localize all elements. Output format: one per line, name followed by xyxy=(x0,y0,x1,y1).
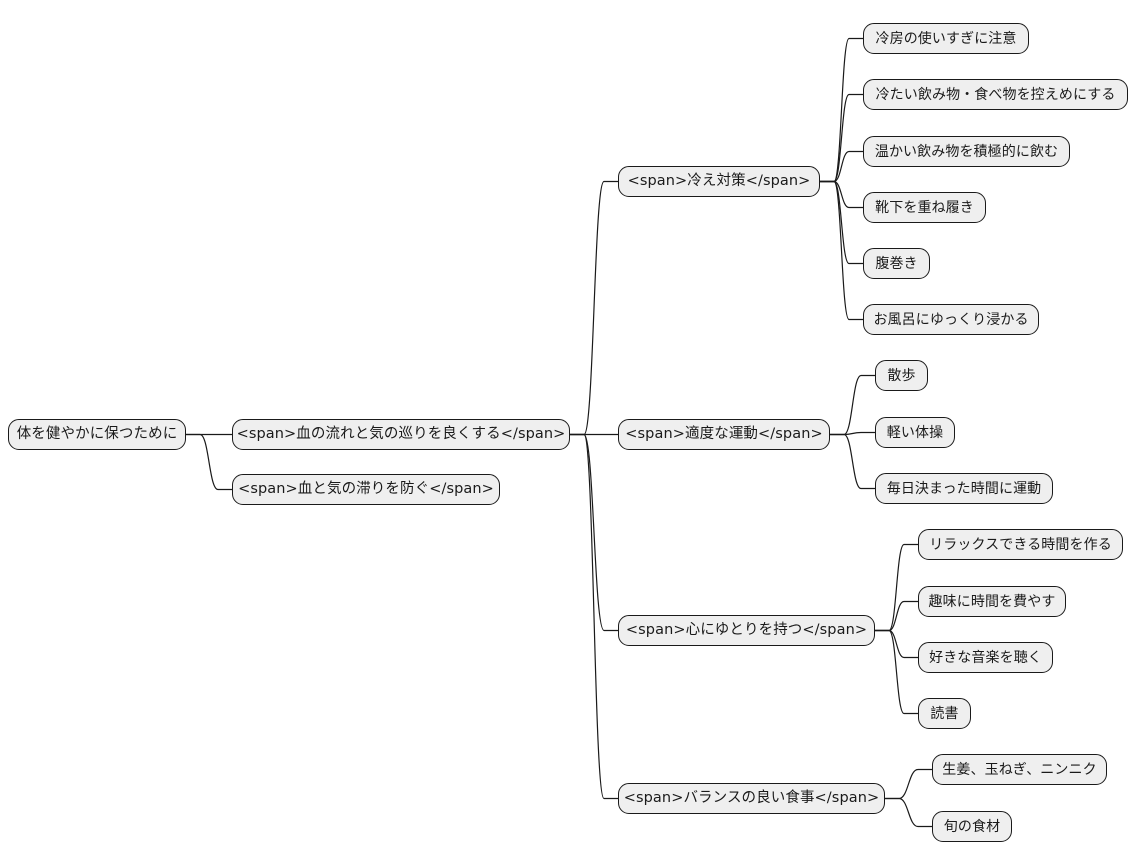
edge-moderate-exercise-to-leaf-light-gym xyxy=(830,431,875,436)
mindmap-node-leaf-walk[interactable]: 散歩 xyxy=(875,360,928,391)
edge-peace-of-mind-to-leaf-relax-time xyxy=(875,543,918,632)
edge-moderate-exercise-to-leaf-walk xyxy=(830,374,875,436)
mindmap-node-leaf-music[interactable]: 好きな音楽を聴く xyxy=(918,642,1053,673)
mindmap-node-leaf-relax-time[interactable]: リラックスできる時間を作る xyxy=(918,529,1123,560)
edge-blood-flow-to-peace-of-mind xyxy=(570,433,618,632)
mindmap-node-leaf-socks[interactable]: 靴下を重ね履き xyxy=(863,192,986,223)
mindmap-node-leaf-bath[interactable]: お風呂にゆっくり浸かる xyxy=(863,304,1039,335)
mindmap-node-root[interactable]: 体を健やかに保つために xyxy=(8,419,186,450)
mindmap-node-leaf-seasonal[interactable]: 旬の食材 xyxy=(932,811,1012,842)
mindmap-node-moderate-exercise[interactable]: <span>適度な運動</span> xyxy=(618,419,830,450)
mindmap-node-leaf-daily-time[interactable]: 毎日決まった時間に運動 xyxy=(875,473,1053,504)
edge-cold-measures-to-leaf-cold-food xyxy=(820,93,863,183)
edge-peace-of-mind-to-leaf-reading xyxy=(875,629,918,715)
mindmap-node-leaf-ginger[interactable]: 生姜、玉ねぎ、ニンニク xyxy=(932,754,1107,785)
edge-cold-measures-to-leaf-socks xyxy=(820,180,863,209)
mindmap-node-leaf-cold-food[interactable]: 冷たい飲み物・食べ物を控えめにする xyxy=(863,79,1128,110)
mindmap-node-cold-measures[interactable]: <span>冷え対策</span> xyxy=(618,166,820,197)
edge-blood-flow-to-balanced-diet xyxy=(570,433,618,800)
edge-peace-of-mind-to-leaf-hobby xyxy=(875,600,918,632)
edge-cold-measures-to-leaf-warm-drinks xyxy=(820,150,863,183)
mindmap-node-stagnation[interactable]: <span>血と気の滞りを防ぐ</span> xyxy=(232,474,500,505)
edge-peace-of-mind-to-leaf-music xyxy=(875,629,918,659)
edge-balanced-diet-to-leaf-seasonal xyxy=(885,797,932,828)
edge-blood-flow-to-cold-measures xyxy=(570,180,618,436)
mindmap-node-leaf-haramaki[interactable]: 腹巻き xyxy=(863,248,930,279)
edge-moderate-exercise-to-leaf-daily-time xyxy=(830,433,875,490)
mindmap-node-blood-flow[interactable]: <span>血の流れと気の巡りを良くする</span> xyxy=(232,419,570,450)
edge-balanced-diet-to-leaf-ginger xyxy=(885,768,932,800)
mindmap-node-leaf-aircon[interactable]: 冷房の使いすぎに注意 xyxy=(863,23,1029,54)
edge-root-to-stagnation xyxy=(186,433,232,491)
edge-cold-measures-to-leaf-bath xyxy=(820,180,863,321)
mindmap-node-leaf-hobby[interactable]: 趣味に時間を費やす xyxy=(918,586,1066,617)
edge-cold-measures-to-leaf-haramaki xyxy=(820,180,863,265)
edge-cold-measures-to-leaf-aircon xyxy=(820,37,863,183)
mindmap-node-leaf-reading[interactable]: 読書 xyxy=(918,698,971,729)
mindmap-node-leaf-light-gym[interactable]: 軽い体操 xyxy=(875,417,955,448)
mindmap-node-leaf-warm-drinks[interactable]: 温かい飲み物を積極的に飲む xyxy=(863,136,1070,167)
mindmap-node-balanced-diet[interactable]: <span>バランスの良い食事</span> xyxy=(618,783,885,814)
mindmap-node-peace-of-mind[interactable]: <span>心にゆとりを持つ</span> xyxy=(618,615,875,646)
